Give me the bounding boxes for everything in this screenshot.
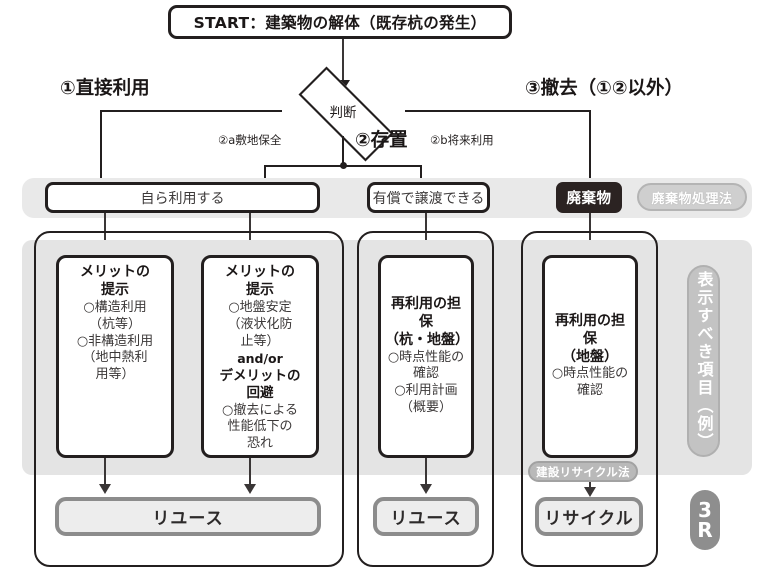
pill-waste-management-law: 廃棄物処理法 [637, 183, 747, 211]
pill-construction-recycling-law-label: 建設リサイクル法 [536, 464, 630, 479]
box-waste: 廃棄物 [556, 182, 622, 213]
column-retain-paid [357, 231, 494, 567]
connector-card4-to-recycle [589, 482, 591, 491]
connector-paidtransfer-to-card3 [425, 213, 427, 248]
start-box: START：建築物の解体（既存杭の発生） [168, 5, 512, 39]
box-self-use: 自ら利用する [45, 182, 320, 213]
card-merit-structural-title: メリットの 提示 [80, 264, 150, 298]
card-line: 確認 [412, 366, 439, 382]
pill-construction-recycling-law: 建設リサイクル法 [528, 461, 638, 482]
card-line: 止等） [240, 333, 280, 349]
outcome-recycle-label: リサイクル [544, 509, 634, 529]
branch-label-direct-use: ①直接利用 [60, 78, 150, 99]
connector-middle-right-leg [420, 165, 422, 184]
box-paid-transfer: 有償で譲渡できる [367, 182, 490, 213]
column-removal [521, 231, 658, 567]
card-line: ○時点性能の [387, 349, 465, 365]
card-reuse-guarantee-ground: 再利用の担保 （地盤） ○時点性能の 確認 [542, 255, 638, 458]
connector-right-down [589, 110, 591, 184]
outcome-reuse-1: リユース [55, 497, 321, 536]
card-line: （液状化防 [227, 316, 293, 332]
card-line: 性能低下の [227, 419, 293, 435]
outcome-reuse-1-label: リユース [152, 509, 224, 529]
card-line: ○地盤安定 [228, 299, 292, 315]
card-reuse-guarantee-pile-title: 再利用の担保 （杭・地盤） [385, 295, 469, 348]
card-reuse-guarantee-ground-title: 再利用の担保 （地盤） [555, 312, 625, 365]
arrow-card3-to-reuse [420, 484, 432, 494]
card-line: 確認 [576, 383, 603, 399]
connector-start-to-decision [342, 39, 344, 83]
card-line: ○構造利用 [83, 299, 147, 315]
box-self-use-label: 自ら利用する [140, 190, 225, 207]
start-box-label: START：建築物の解体（既存杭の発生） [193, 14, 487, 32]
pill-display-items: 表示すべき項目（例） [687, 265, 720, 457]
card-line: （概要） [399, 400, 452, 416]
outcome-reuse-2: リユース [373, 497, 479, 536]
card-line: ○利用計画 [394, 383, 458, 399]
branch-label-future-use: ②b将来利用 [430, 133, 494, 147]
branch-label-site-preservation: ②a敷地保全 [218, 133, 282, 147]
connector-card2-to-reuse [249, 458, 251, 487]
pill-3r-line2: R [697, 518, 713, 542]
box-waste-label: 廃棄物 [566, 191, 612, 207]
connector-card1-to-reuse [104, 458, 106, 487]
card-line: 恐れ [246, 436, 273, 452]
connector-left-down [100, 110, 102, 184]
box-paid-transfer-label: 有償で譲渡できる [372, 190, 485, 207]
connector-card3-to-reuse [425, 458, 427, 487]
connector-middle-left-leg [264, 165, 266, 184]
card-merit-demerit-ground: メリットの 提示 ○地盤安定 （液状化防 止等） and/or デメリットの 回… [201, 255, 319, 458]
branch-label-retain: ②存置 [355, 130, 408, 151]
outcome-recycle: リサイクル [535, 497, 643, 536]
card-reuse-guarantee-pile-ground: 再利用の担保 （杭・地盤） ○時点性能の 確認 ○利用計画 （概要） [378, 255, 474, 458]
outcome-reuse-2-label: リユース [390, 509, 462, 529]
connector-decision-left [100, 110, 282, 112]
connector-decision-middle-stem [342, 136, 344, 166]
connector-middle-split [264, 165, 422, 167]
pill-3r-line1: 3 [698, 497, 712, 522]
card-line: （杭等） [88, 316, 141, 332]
arrow-card2-to-reuse [244, 484, 256, 494]
column-direct-use [34, 231, 344, 567]
pill-display-items-label: 表示すべき項目（例） [694, 271, 714, 451]
arrow-card1-to-reuse [99, 484, 111, 494]
branch-label-removal: ③撤去（①②以外） [525, 78, 683, 99]
pill-waste-management-law-label: 廃棄物処理法 [651, 191, 733, 207]
connector-selfuse-to-card2 [249, 213, 251, 248]
card-line: ○非構造利用 [76, 333, 154, 349]
card-line: ○時点性能の [551, 366, 629, 382]
connector-decision-right [405, 110, 591, 112]
pill-3r: 3 R [690, 490, 720, 550]
arrow-card4-to-recycle [584, 487, 596, 497]
card-demerit-subtitle: デメリットの 回避 [219, 367, 301, 402]
decision-diamond: 判断 [279, 66, 407, 162]
connector-selfuse-to-card1 [104, 213, 106, 248]
card-andor-label: and/or [237, 351, 283, 367]
card-line: ○撤去による [222, 402, 298, 418]
card-merit-structural: メリットの 提示 ○構造利用 （杭等） ○非構造利用 （地中熱利 用等） [56, 255, 174, 458]
decision-label: 判断 [329, 105, 357, 121]
card-line: （地中熱利 [82, 350, 148, 366]
card-line: 用等） [95, 367, 135, 383]
card-merit-demerit-title: メリットの 提示 [225, 264, 295, 298]
connector-waste-to-card4 [589, 213, 591, 248]
